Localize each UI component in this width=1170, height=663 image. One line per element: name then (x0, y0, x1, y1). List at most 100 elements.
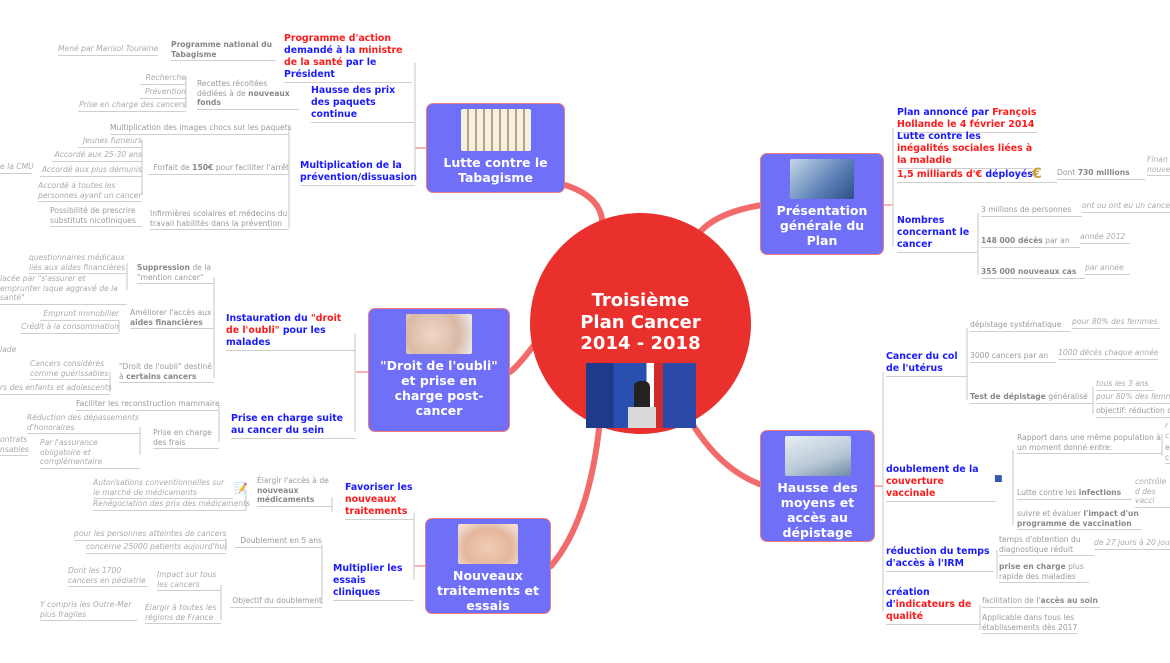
topic-presentation[interactable]: Présentation générale du Plan (760, 153, 884, 255)
node-objectif-reduction[interactable]: objectif: réduction c (1096, 406, 1170, 418)
node-hausse-prix[interactable]: Hausse des prix des paquets continue (311, 85, 415, 123)
node-pediatrie[interactable]: Dont les 1700 cancers en pédiatrie (68, 566, 148, 587)
node-355000-cas[interactable]: 355 000 nouveaux cas (981, 267, 1085, 279)
node-emprunt[interactable]: Emprunt immobilier (40, 309, 119, 321)
node-applicable-2017[interactable]: Applicable dans tous les établissements … (982, 613, 1078, 634)
node-730-millions[interactable]: Dont 730 millions (1057, 168, 1145, 180)
node-substituts[interactable]: Possibilité de prescrire substituts nico… (50, 206, 142, 227)
node-renegociation[interactable]: Renégociation des prix des médicaments (93, 499, 250, 511)
node-infirmieres[interactable]: Infirmières scolaires et médecins du tra… (150, 209, 289, 230)
node-148000-deces[interactable]: 148 000 décès par an (981, 236, 1080, 248)
topic-lutte-tabagisme[interactable]: Lutte contre le Tabagisme (426, 103, 565, 193)
node-remplacee[interactable]: lacée par "s'assurer et emprunter isque … (0, 274, 127, 305)
note-icon[interactable]: 📝 (234, 482, 248, 495)
node-assurance[interactable]: Par l'assurance obligatoire et complémen… (40, 438, 140, 469)
node-questionnaires[interactable]: questionnaires médicaux liés aux aides f… (29, 253, 127, 274)
node-3-millions[interactable]: 3 millions de personnes (981, 205, 1082, 217)
text-part: pour les malades (226, 325, 326, 348)
node-temps-irm[interactable]: réduction du temps d'accès à l'IRM (886, 546, 994, 572)
flag-icon[interactable]: ■ (994, 474, 1003, 484)
central-topic[interactable]: Troisième Plan Cancer 2014 - 2018 (530, 213, 751, 434)
node-cancer-col[interactable]: Cancer du col de l'utérus (886, 351, 968, 377)
node-programme-national[interactable]: Programme national du Tabagisme (171, 40, 276, 61)
node-multiplication-prevention[interactable]: Multiplication de la prévention/dissuasi… (300, 160, 417, 186)
node-guerissables[interactable]: Cancers considérés comme guérissables (30, 359, 110, 380)
text-part: plus rapide des maladies (999, 562, 1084, 581)
node-objectif-doublement[interactable]: Objectif du doublement (230, 596, 322, 608)
node-truncated-r[interactable]: r c (1165, 421, 1170, 440)
euro-icon[interactable]: € (1032, 166, 1042, 182)
node-credit[interactable]: Crédit à la consommation (20, 322, 119, 334)
node-1000-deces[interactable]: 1000 décès chaque année (1058, 348, 1158, 360)
node-rapport-population[interactable]: Rapport dans une même population à un mo… (1017, 433, 1162, 454)
node-toutes-personnes[interactable]: Accordé à toutes les personnes ayant un … (38, 181, 142, 202)
node-truncated-e[interactable]: e c (1165, 443, 1170, 464)
node-favoriser-traitements[interactable]: Favoriser les nouveaux traitements (345, 482, 415, 520)
node-programme-action[interactable]: Programme d'action demandé à la ministre… (284, 33, 412, 83)
node-cmu[interactable]: e la CMU (0, 162, 34, 174)
topic-nouveaux-traitements[interactable]: Nouveaux traitements et essais cliniques (425, 518, 551, 628)
node-tous-3-ans[interactable]: tous les 3 ans (1096, 379, 1154, 391)
node-instauration-droit-oubli[interactable]: Instauration du "droit de l'oubli" pour … (226, 313, 356, 351)
node-suivre-evaluer[interactable]: suivre et évaluer l'impact d'un programm… (1017, 509, 1142, 530)
node-multiplier-essais[interactable]: Multiplier les essais cliniques (333, 563, 414, 601)
node-depistage-systematique[interactable]: dépistage systématique (970, 320, 1070, 332)
node-depassements[interactable]: Réduction des dépassements d'honoraires (27, 413, 140, 434)
node-ameliorer-acces[interactable]: Améliorer l'accès aux aides financières (130, 308, 214, 329)
topic-label: "Droit de l'oubli" et prise en charge po… (380, 358, 498, 418)
node-suppression-mention[interactable]: Suppression de la "mention cancer" (137, 263, 214, 284)
node-infections[interactable]: Lutte contre les infections (1017, 488, 1132, 500)
node-enfants[interactable]: rs des enfants et adolescents (0, 383, 112, 395)
node-prise-charge-frais[interactable]: Prise en charge des frais (153, 428, 219, 449)
topic-hausse-moyens[interactable]: Hausse des moyens et accès au dépistage (760, 430, 875, 542)
node-prevention[interactable]: Prévention (140, 87, 186, 99)
node-controle[interactable]: contrôle d des vacci (1135, 477, 1170, 508)
node-elargir-medicaments[interactable]: Élargir l'accès à de nouveaux médicament… (257, 476, 332, 507)
node-impact-cancers[interactable]: Impact sur tous les cancers (157, 570, 221, 591)
node-regions[interactable]: Élargir à toutes les régions de France (145, 603, 221, 624)
text-part: Améliorer l'accès aux (130, 308, 212, 317)
node-demunis[interactable]: Accordé aux plus démunis (40, 165, 142, 177)
node-25-30-ans[interactable]: Accordé aux 25-30 ans (52, 150, 142, 162)
node-nombres[interactable]: Nombres concernant le cancer (897, 215, 977, 253)
node-indicateurs-qualite[interactable]: création d'indicateurs de qualité (886, 587, 981, 625)
node-prise-charge-sein[interactable]: Prise en charge suite au cancer du sein (231, 413, 356, 439)
node-acces-soin[interactable]: facilitation de l'accès au soin (982, 596, 1100, 608)
node-80-femm[interactable]: pour 80% des femm (1096, 392, 1170, 404)
node-inegalites[interactable]: Lutte contre les inégalités sociales lié… (897, 131, 1033, 169)
node-couverture-vaccinale[interactable]: doublement de la couverture vaccinale (886, 464, 996, 502)
node-diagnostic-reduit[interactable]: temps d'obtention du diagnostique réduit (999, 535, 1094, 556)
node-prise-charge-cancers[interactable]: Prise en charge des cancers (78, 100, 186, 112)
node-outre-mer[interactable]: Y compris les Outre-Mer plus fragiles (40, 600, 137, 621)
node-27-20-jours[interactable]: de 27 jours à 20 jou (1094, 538, 1170, 550)
node-annee-2012[interactable]: année 2012 (1080, 232, 1130, 244)
node-recherche[interactable]: Recherche (140, 73, 186, 85)
node-ont-eu-cancer[interactable]: ont ou ont eu un cancer (1082, 201, 1170, 213)
node-forfait-150[interactable]: Forfait de 150€ pour faciliter l'arrêt (148, 163, 289, 175)
node-doublement-5-ans[interactable]: Doublement en 5 ans (235, 536, 322, 548)
text-part: par le Président (284, 57, 377, 80)
node-contrats[interactable]: ontrats nsables (0, 435, 29, 456)
node-personnes-atteintes[interactable]: pour les personnes atteintes de cancers (74, 529, 227, 541)
node-images-chocs[interactable]: Multiplication des images chocs sur les … (110, 123, 292, 135)
node-financement[interactable]: Finan nouve (1147, 155, 1170, 176)
node-mene-par[interactable]: Mené par Marisol Touraine (58, 44, 158, 56)
node-3000-cancers[interactable]: 3000 cancers par an (970, 351, 1056, 363)
node-jeunes-fumeurs[interactable]: Jeunes fumeurs (78, 136, 142, 148)
node-par-annee[interactable]: par année (1085, 263, 1130, 275)
node-reconstruction[interactable]: Faciliter les reconstruction mammaire (76, 399, 220, 411)
text-part: de la "mention cancer" (137, 263, 212, 282)
text-part: nouveaux traitements (345, 494, 408, 517)
node-plan-annonce[interactable]: Plan annoncé par François Hollande le 4 … (897, 107, 1037, 133)
node-80-femmes[interactable]: pour 80% des femmes (1072, 317, 1160, 329)
node-certains-cancers[interactable]: "Droit de l'oubli" destiné à certains ca… (119, 362, 214, 383)
text-part: certains cancers (126, 371, 197, 381)
node-prise-charge-rapide[interactable]: prise en charge plus rapide des maladies (999, 562, 1089, 583)
node-autorisations[interactable]: Autorisations conventionnelles sur le ma… (93, 478, 233, 499)
node-lade[interactable]: lade (0, 345, 17, 354)
node-recettes[interactable]: Recettes récoltées dédiées à de nouveaux… (197, 79, 299, 110)
topic-droit-oubli[interactable]: "Droit de l'oubli" et prise en charge po… (368, 308, 510, 432)
node-25000-patients[interactable]: concerne 25000 patients aujourd'hui (86, 542, 226, 554)
node-milliards[interactable]: 1,5 milliards d'€ déployés (897, 169, 1057, 183)
node-test-depistage[interactable]: Test de dépistage généralisé (970, 392, 1094, 404)
